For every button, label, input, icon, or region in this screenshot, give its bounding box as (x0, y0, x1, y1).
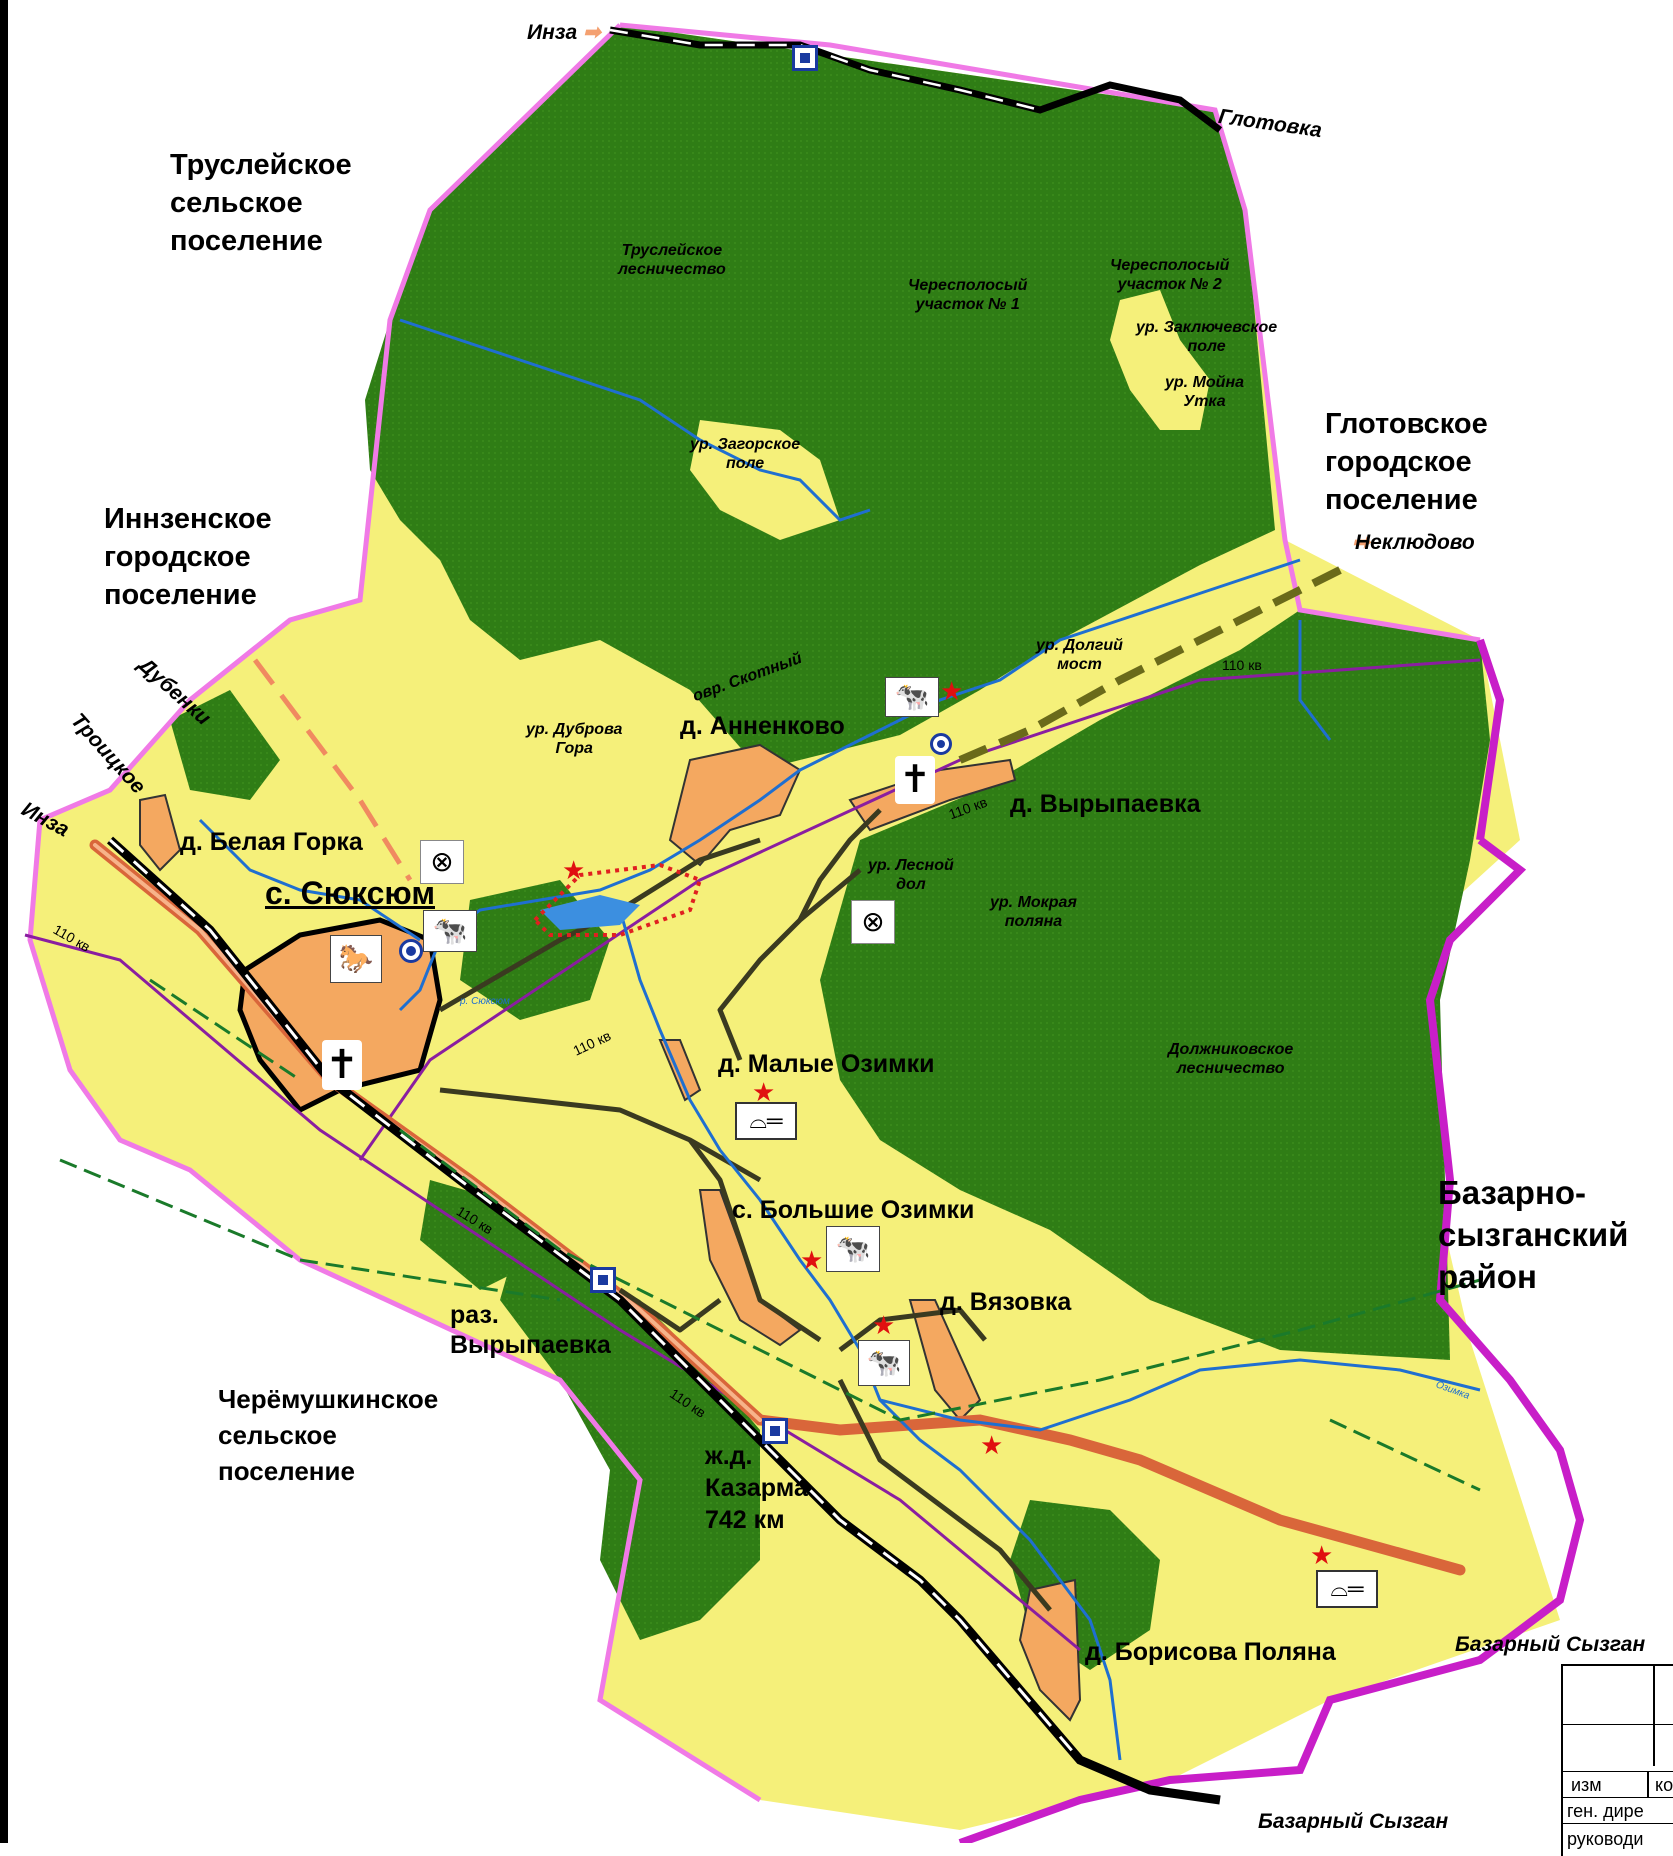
title-block-kol: ко (1655, 1775, 1673, 1795)
horse-farm-icon: 🐎 (330, 935, 382, 983)
pond-outline (532, 862, 703, 937)
cemetery-icon: ✝ (322, 1040, 362, 1090)
direction-neklyudovo-text: Неклюдово (1355, 531, 1475, 554)
title-block: изм ко ген. дире руководи (1561, 1664, 1673, 1856)
arrow-right-icon: ➡ (577, 21, 601, 44)
monument-icon: ★ (980, 1430, 1004, 1460)
forest-north (365, 25, 1275, 770)
planned-road-west (253, 658, 413, 882)
forest-west-edge (170, 690, 280, 800)
settlement-label-annenkovo: д. Анненково (680, 712, 845, 740)
cattle-farm-icon: 🐄 (858, 1340, 910, 1386)
power-lines (24, 658, 1481, 1652)
monument-icon: ★ (872, 1310, 896, 1340)
settlement-label-malye-ozimki: д. Малые Озимки (718, 1050, 935, 1078)
title-block-manager: руководи (1567, 1829, 1644, 1849)
cattle-farm-icon: 🐄 (826, 1226, 880, 1272)
monument-icon: ★ (752, 1077, 776, 1107)
local-roads (438, 808, 1052, 1612)
planned-road (958, 566, 1342, 764)
water-intake-icon (399, 939, 423, 963)
settlement-label-vyrypaevka: д. Вырыпаевка (1010, 790, 1201, 818)
direction-bazarny-right: Базарный Сызган (1455, 1633, 1646, 1656)
monument-icon: ★ (1310, 1540, 1334, 1570)
settlement-boundary (619, 22, 1481, 643)
field-zagorskoe (690, 420, 840, 540)
settlement-syuksyum (237, 917, 443, 1114)
settlement-vyazovka (908, 1299, 982, 1422)
forest-east (820, 610, 1490, 1360)
landfill-icon: ⊗ (851, 900, 895, 944)
settlement-label-syuksyum: с. Сюксюм (265, 875, 435, 911)
district-border-upper (1476, 638, 1505, 841)
settlement-label-borisova: д. Борисова Поляна (1085, 1638, 1336, 1666)
water-intake-icon (930, 733, 952, 755)
title-block-director: ген. дире (1567, 1801, 1644, 1821)
settlement-borisova (1018, 1578, 1082, 1722)
cemetery-icon: ✝ (895, 756, 935, 804)
cattle-farm-icon: 🐄 (885, 677, 939, 717)
title-block-izm: изм (1571, 1775, 1602, 1795)
monument-icon: ★ (800, 1245, 824, 1275)
settlement-boundary-west (27, 23, 762, 1803)
forest-south-west (500, 1230, 760, 1640)
frame-line (0, 0, 8, 1843)
settlement-label-bolshie-ozimki: с. Большие Озимки (732, 1196, 975, 1224)
bridge-icon: ⌓═ (735, 1102, 797, 1140)
direction-neklyudovo: ➡ (1352, 530, 1370, 555)
protection-zones (59, 978, 1481, 1492)
monument-icon: ★ (562, 855, 586, 885)
arrow-right-icon: ➡ (1352, 531, 1370, 554)
settlement-annenkovo (668, 743, 802, 867)
direction-bazarny-bottom: Базарный Сызган (1258, 1810, 1449, 1833)
bridge-icon: ⌓═ (1316, 1570, 1378, 1608)
station-icon (590, 1267, 616, 1293)
field-zaklyuch (1110, 290, 1210, 430)
district-border (958, 836, 1585, 1843)
settlement-belaya-gorka (139, 793, 182, 872)
monument-icon: ★ (940, 676, 964, 706)
settlement-label-belaya-gorka: д. Белая Горка (180, 828, 363, 856)
river-label: р. Сюксюм (460, 996, 510, 1007)
landfill-icon: ⊗ (420, 840, 464, 884)
station-icon (792, 45, 818, 71)
cattle-farm-icon: 🐄 (423, 910, 477, 952)
settlement-bolshie-ozimki (698, 1189, 802, 1347)
station-icon (762, 1418, 788, 1444)
settlement-label-vyazovka: д. Вязовка (940, 1288, 1072, 1316)
settlement-label-raz-vyrypaevka: раз.Вырыпаевка (450, 1301, 611, 1359)
powerline-label: 110 кв (1222, 657, 1262, 673)
direction-inza-top: Инза ➡ (527, 21, 601, 44)
pond (540, 895, 640, 930)
